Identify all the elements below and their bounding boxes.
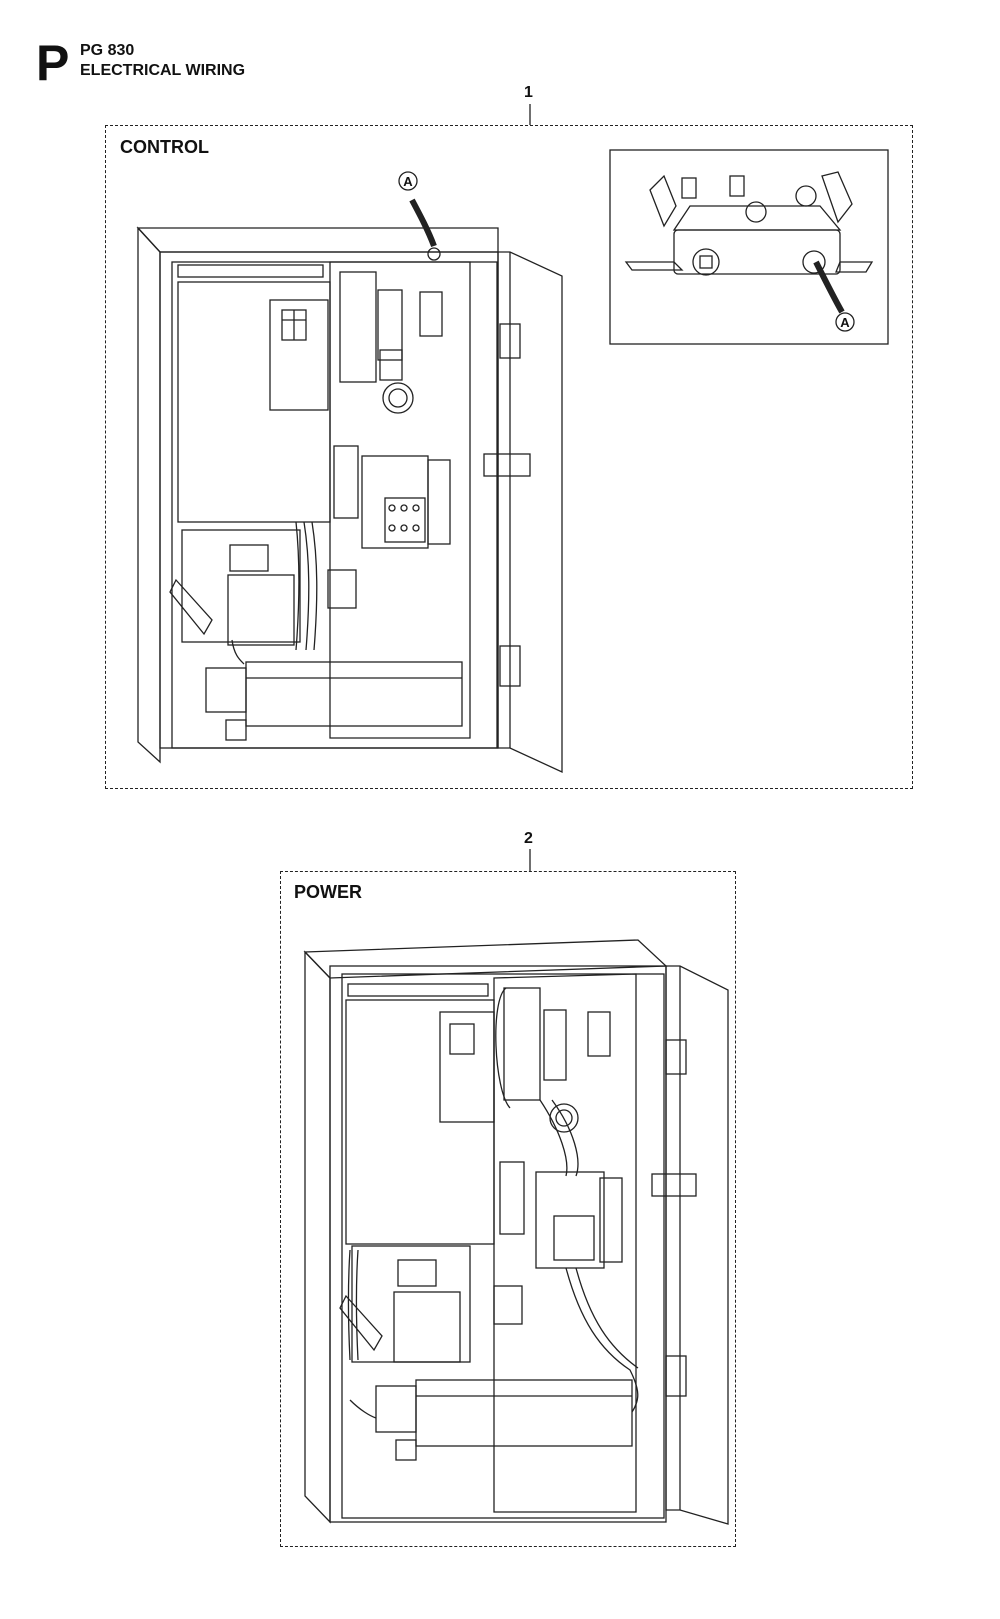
item-number-2: 2 [524,830,533,847]
remote-pendant [624,171,874,314]
control-cabinet [136,198,563,774]
power-label: POWER [294,882,363,902]
control-label: CONTROL [120,137,209,157]
power-panel-box [280,871,736,1547]
item-number-1: 1 [524,84,533,101]
model-name: PG 830 [80,42,135,59]
section-letter: P [36,35,70,91]
power-cabinet [303,939,729,1525]
callout-a-remote: A [840,315,850,330]
callout-a-cabinet: A [403,174,413,189]
control-panel-box [105,125,913,789]
page-title: ELECTRICAL WIRING [80,62,246,79]
remote-box-inset [609,149,889,345]
